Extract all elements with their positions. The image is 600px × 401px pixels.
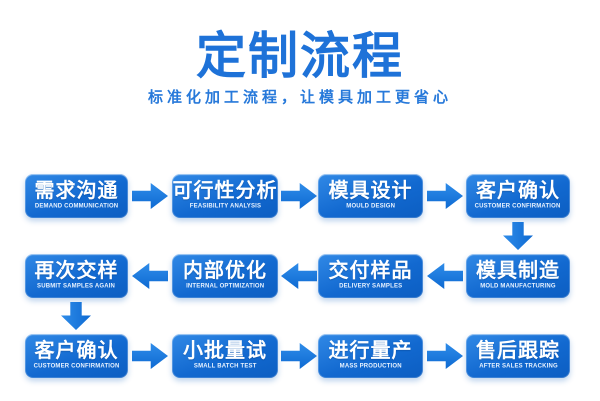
flow-step-mould-design: 模具设计 MOULD DESIGN — [318, 174, 423, 218]
step-label-en: DEMAND COMMUNICATION — [34, 202, 119, 210]
step-label-zh: 客户确认 — [476, 180, 560, 202]
step-label-zh: 客户确认 — [34, 340, 119, 362]
flow-step-small-batch-test: 小批量试 SMALL BATCH TEST — [172, 334, 278, 378]
arrow-left-icon — [427, 263, 463, 289]
flow-step-mold-manufacturing: 模具制造 MOLD MANUFACTURING — [466, 254, 570, 298]
step-label-en: MOLD MANUFACTURING — [480, 282, 556, 290]
flow-step-delivery-samples: 交付样品 DELIVERY SAMPLES — [318, 254, 423, 298]
step-label-en: AFTER SALES TRACKING — [478, 362, 558, 370]
step-label-zh: 售后跟踪 — [476, 340, 560, 362]
arrow-right-icon — [132, 343, 168, 369]
step-label-zh: 再次交样 — [34, 260, 119, 282]
step-label-zh: 模具设计 — [328, 180, 413, 202]
flow-step-feasibility-analysis: 可行性分析 FEASIBILITY ANALYSIS — [172, 174, 278, 218]
step-label-zh: 内部优化 — [183, 260, 267, 282]
arrow-right-icon — [132, 183, 168, 209]
flow-step-demand-communication: 需求沟通 DEMAND COMMUNICATION — [25, 174, 128, 218]
page-title: 定制流程 — [196, 28, 404, 84]
arrow-right-icon — [427, 183, 463, 209]
step-label-zh: 模具制造 — [476, 260, 560, 282]
step-label-en: MASS PRODUCTION — [339, 362, 402, 370]
arrow-left-icon — [132, 263, 168, 289]
step-label-zh: 小批量试 — [183, 340, 267, 362]
arrow-right-icon — [427, 343, 463, 369]
arrow-down-icon — [503, 222, 533, 250]
step-label-en: SUBMIT SAMPLES AGAIN — [37, 282, 116, 290]
page-subtitle: 标准化加工流程，让模具加工更省心 — [147, 89, 452, 106]
step-label-en: CUSTOMER CONFIRMATION — [33, 362, 120, 370]
flow-step-customer-confirmation-2: 客户确认 CUSTOMER CONFIRMATION — [25, 334, 128, 378]
step-label-zh: 可行性分析 — [172, 180, 278, 202]
arrow-left-icon — [281, 263, 317, 289]
flow-step-after-sales-tracking: 售后跟踪 AFTER SALES TRACKING — [466, 334, 570, 378]
step-label-en: MOULD DESIGN — [346, 202, 395, 210]
flow-step-submit-samples-again: 再次交样 SUBMIT SAMPLES AGAIN — [25, 254, 128, 298]
step-label-en: SMALL BATCH TEST — [193, 362, 257, 370]
step-label-en: FEASIBILITY ANALYSIS — [189, 202, 261, 210]
step-label-en: DELIVERY SAMPLES — [338, 282, 403, 290]
flow-step-mass-production: 进行量产 MASS PRODUCTION — [318, 334, 423, 378]
step-label-zh: 进行量产 — [328, 340, 413, 362]
arrow-right-icon — [281, 343, 317, 369]
arrow-down-icon — [61, 302, 91, 330]
flow-step-customer-confirmation-1: 客户确认 CUSTOMER CONFIRMATION — [466, 174, 570, 218]
step-label-zh: 需求沟通 — [34, 180, 119, 202]
flow-step-internal-optimization: 内部优化 INTERNAL OPTIMIZATION — [172, 254, 278, 298]
arrow-right-icon — [281, 183, 317, 209]
step-label-zh: 交付样品 — [328, 260, 413, 282]
step-label-en: CUSTOMER CONFIRMATION — [475, 202, 561, 210]
step-label-en: INTERNAL OPTIMIZATION — [185, 282, 265, 290]
